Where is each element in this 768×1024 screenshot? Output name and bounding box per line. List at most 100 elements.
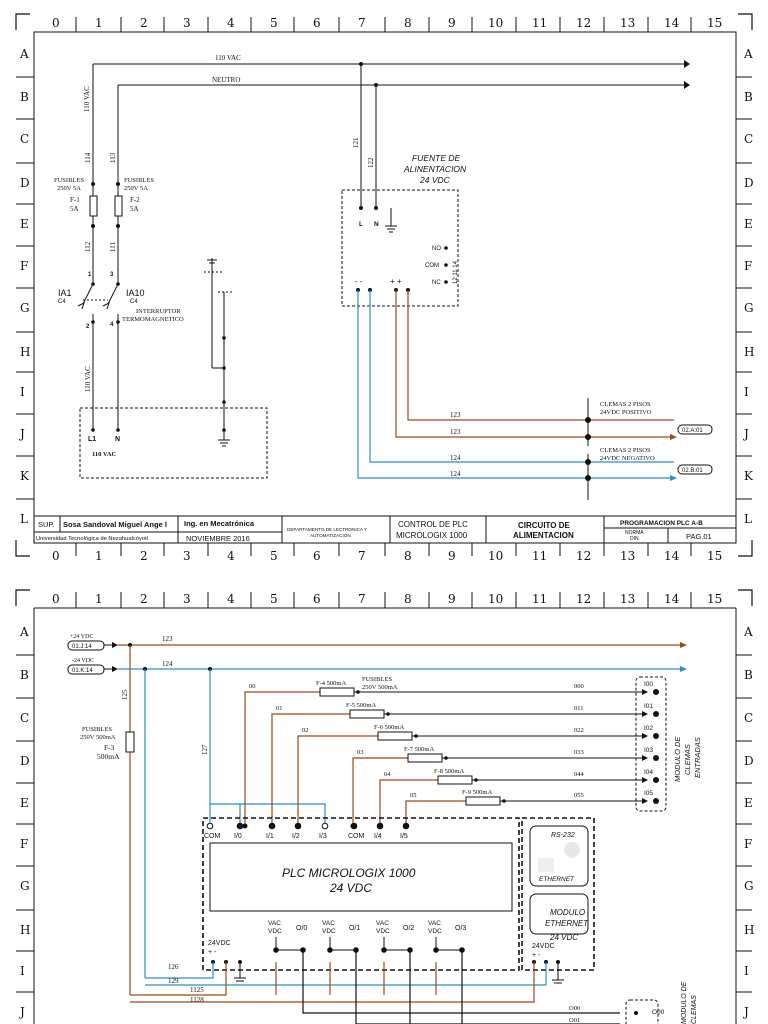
col-label-bottom: 9 xyxy=(448,549,456,563)
col-label-sheet2: 0 xyxy=(52,592,60,606)
tb-university: Universidad Tecnológica de Nezahualcóyot… xyxy=(36,536,148,542)
tb-control-2: MICROLOGIX 1000 xyxy=(396,531,468,540)
col-label-top: 13 xyxy=(620,16,635,30)
col-label-bottom: 7 xyxy=(358,549,366,563)
col-label-bottom: 5 xyxy=(270,549,278,563)
eth-pm: + - xyxy=(532,952,541,959)
s2-wire-125: 125 xyxy=(121,689,129,700)
col-label-sheet2: 7 xyxy=(358,592,366,606)
plc-input-terminal xyxy=(350,822,358,830)
col-label-sheet2: 13 xyxy=(620,592,635,606)
clemas-neg-1: CLEMAS 2 PISOS xyxy=(600,447,651,454)
supply-pos-signs: + + xyxy=(390,277,402,286)
breaker-desc-2: TERMOMAGNETICO xyxy=(122,316,184,323)
row-label-right-s2: C xyxy=(744,711,753,725)
row-label-right-s2: E xyxy=(744,796,753,810)
row-label-right: D xyxy=(744,176,754,190)
tb-norma-1: NORMA xyxy=(625,530,644,536)
col-label-sheet2: 14 xyxy=(664,592,680,606)
input-fuse xyxy=(319,687,355,697)
input-terminal xyxy=(653,689,659,695)
bus-neutro-label: NEUTRO xyxy=(212,76,240,84)
row-label-right: H xyxy=(744,345,754,359)
row-label-left-s2: I xyxy=(20,964,25,978)
breaker-t2: 2 xyxy=(86,324,90,330)
col-label-bottom: 11 xyxy=(532,549,547,563)
row-label-right: J xyxy=(742,427,749,441)
tb-date: NOVIEMBRE 2016 xyxy=(186,534,250,543)
module-inputs-2: CLEMAS xyxy=(683,744,692,775)
col-label-top: 9 xyxy=(448,16,456,30)
out-o000: O00 xyxy=(652,1009,665,1016)
input-wire-right: 033 xyxy=(574,749,584,756)
col-label-top: 0 xyxy=(52,16,60,30)
tb-degree: Ing. en Mecatrónica xyxy=(184,519,255,528)
input-wire-left: 04 xyxy=(384,771,391,778)
wire-112: 112 xyxy=(84,241,92,252)
input-fuse-name: F-6 500mA xyxy=(374,724,404,731)
fuse-left-rating: 250V 5A xyxy=(57,185,81,192)
plc-input-label: I/3 xyxy=(319,833,327,840)
plc-title-2: 24 VDC xyxy=(329,881,372,895)
col-label-top: 14 xyxy=(664,16,680,30)
supply-relay-nums: 12 11 14 xyxy=(453,260,459,284)
row-label-right: C xyxy=(744,132,753,146)
out-module-2: CLEMAS xyxy=(691,995,698,1024)
input-terminal-label: I05 xyxy=(644,790,653,797)
wire-111: 111 xyxy=(109,242,117,252)
row-label-left-s2: E xyxy=(20,796,29,810)
power-supply-box xyxy=(341,189,459,307)
f3-name: F-3 xyxy=(104,743,115,752)
plc-output-vac: VAC xyxy=(268,920,281,927)
breaker-desc-1: INTERRUPTOR xyxy=(136,308,181,315)
s2-wire-127: 127 xyxy=(201,744,209,755)
ref-neg-label: -24 VDC xyxy=(72,658,94,664)
wire-110-lower: 110 VAC xyxy=(84,366,92,392)
col-label-bottom: 1 xyxy=(95,549,103,563)
input-n: N xyxy=(115,436,120,443)
col-label-sheet2: 8 xyxy=(404,592,412,606)
input-wire-right: 022 xyxy=(574,727,584,734)
supply-title-3: 24 VDC xyxy=(419,175,451,185)
row-label-right: K xyxy=(744,469,754,483)
input-terminal-label: I00 xyxy=(644,681,653,688)
input-terminal xyxy=(653,777,659,783)
eth-rs232: RS-232 xyxy=(551,832,575,839)
row-label-right-s2: B xyxy=(744,668,753,682)
col-label-sheet2: 5 xyxy=(270,592,278,606)
input-wire-left: 00 xyxy=(249,683,256,690)
col-label-top: 8 xyxy=(404,16,412,30)
tb-circuit-1: CIRCUITO DE xyxy=(518,521,571,530)
plc-input-terminal xyxy=(294,822,302,830)
input-wire-left: 01 xyxy=(276,705,283,712)
row-label-left-s2: A xyxy=(19,625,29,639)
input-l1: L1 xyxy=(88,436,96,443)
tb-sup: SUP. xyxy=(38,520,55,529)
fuse-f1-amp: 5A xyxy=(70,205,79,213)
wire-123b: 123 xyxy=(450,428,461,436)
tb-page: PAG.01 xyxy=(686,532,712,541)
breaker-ia1: IA1 xyxy=(58,288,72,298)
wire-114: 114 xyxy=(84,152,92,163)
eth-module-2: ETHERNET xyxy=(545,919,589,928)
row-label-left-s2: J xyxy=(18,1005,25,1019)
row-label-left: A xyxy=(19,47,29,61)
plc-input-label: I/1 xyxy=(266,833,274,840)
row-label-left: K xyxy=(20,469,30,483)
bus-110-label: 110 VAC xyxy=(215,54,241,62)
plc-output-label: O/0 xyxy=(296,925,307,932)
input-wire-right: 000 xyxy=(574,683,584,690)
fuse-f1: F-1 xyxy=(70,196,80,204)
wire-123a: 123 xyxy=(450,411,461,419)
plc-input-terminal xyxy=(206,822,214,830)
col-label-bottom: 10 xyxy=(488,549,503,563)
out-o000-wire: O00 xyxy=(569,1005,580,1012)
